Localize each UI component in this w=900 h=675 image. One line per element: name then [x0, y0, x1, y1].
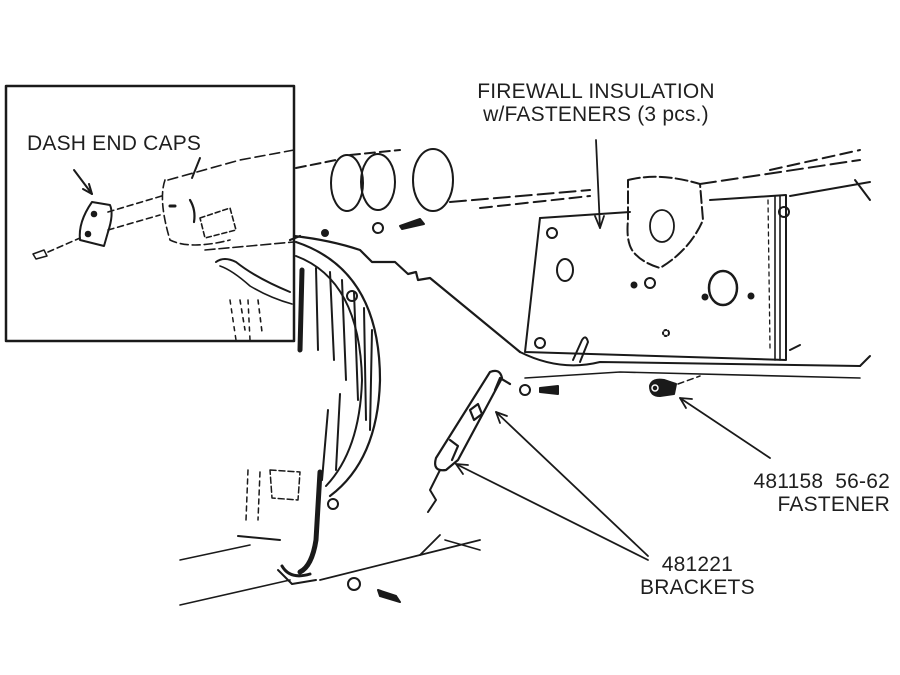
firewall-insulation-title: FIREWALL INSULATION — [477, 80, 715, 103]
firewall-insulation-callout: FIREWALL INSULATION w/FASTENERS (3 pcs.) — [443, 80, 749, 126]
fastener-title: FASTENER — [777, 493, 890, 516]
bracket-leader-line-2 — [455, 463, 649, 561]
fastener-part-number: 481158 56-62 — [753, 470, 890, 493]
dash-end-caps-arrows — [73, 157, 201, 195]
fastener-leader-line — [679, 397, 771, 459]
leader-arrows — [455, 139, 771, 561]
instrument-gauges — [295, 148, 591, 212]
bracket-fastener — [519, 384, 559, 396]
lower-body-lines — [179, 299, 481, 606]
bracket-leader-line-1 — [495, 411, 649, 557]
brackets-part-number: 481221 — [661, 553, 734, 576]
fastener-481158-part — [649, 375, 701, 397]
lower-fastener — [347, 577, 401, 603]
gauge-fasteners — [321, 218, 425, 237]
cowl-structure-lines — [449, 149, 871, 379]
firewall-insulation-subtitle: w/FASTENERS (3 pcs.) — [483, 103, 709, 126]
firewall-insulation-panel — [524, 175, 790, 363]
inset-frame — [4, 84, 296, 343]
brackets-title: BRACKETS — [640, 576, 755, 599]
vent-grille — [277, 240, 382, 585]
kick-panel-outline — [288, 234, 522, 354]
dash-end-caps-callout: DASH END CAPS — [27, 132, 201, 155]
inset-dash-end-cap-drawing — [32, 149, 295, 333]
firewall-leader-line — [595, 139, 601, 229]
brackets-481221 — [427, 369, 512, 513]
fastener-callout: 481158 56-62 FASTENER — [700, 470, 890, 516]
brackets-callout: 481221 BRACKETS — [640, 553, 755, 599]
dash-end-caps-title: DASH END CAPS — [27, 132, 202, 155]
